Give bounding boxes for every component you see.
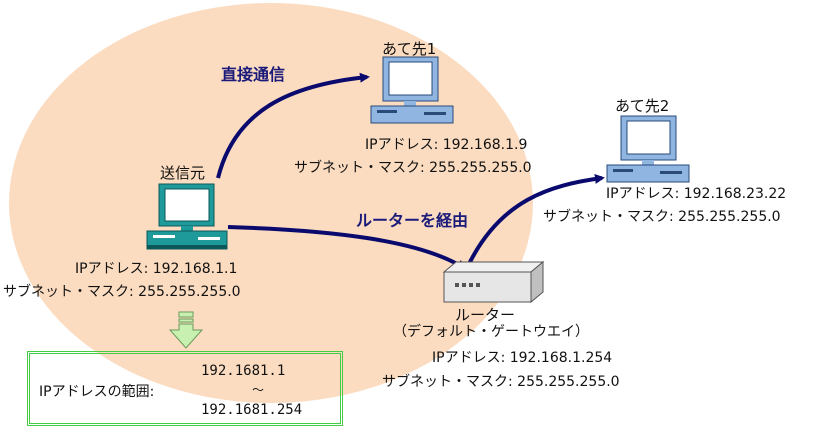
ip-range-start: 192.1681.1: [201, 363, 286, 379]
direct-arrow: [216, 72, 370, 179]
router-title: ルーター: [455, 306, 516, 324]
ip-range-box: IPアドレスの範囲: 192.1681.1 〜 192.1681.254: [27, 351, 343, 426]
router-mask: サブネット・マスク: 255.255.255.0: [382, 374, 620, 390]
ip-range-tilde: 〜: [252, 383, 265, 397]
dest1-mask: サブネット・マスク: 255.255.255.0: [294, 160, 532, 176]
via-router-arrow: [227, 225, 467, 270]
router-ip: IPアドレス: 192.168.1.254: [432, 350, 613, 366]
dest2-ip: IPアドレス: 192.168.23.22: [606, 186, 787, 202]
dest2-title: あて先2: [615, 97, 670, 115]
ip-range-end: 192.1681.254: [201, 402, 303, 418]
source-ip: IPアドレス: 192.168.1.1: [75, 261, 238, 277]
dest1-title: あて先1: [382, 40, 437, 58]
dest2-mask: サブネット・マスク: 255.255.255.0: [543, 209, 781, 225]
direct-communication-label: 直接通信: [221, 65, 286, 84]
ip-range-label: IPアドレスの範囲:: [39, 384, 155, 400]
source-computer-icon: [146, 183, 228, 250]
dest1-computer-icon: [370, 56, 454, 124]
dest2-computer-icon: [606, 115, 690, 183]
down-arrow-icon: [168, 311, 204, 349]
via-router-label: ルーターを経由: [356, 211, 469, 230]
router-subtitle: （デフォルト・ゲートウエイ）: [393, 324, 589, 340]
dest1-ip: IPアドレス: 192.168.1.9: [365, 137, 528, 153]
source-title: 送信元: [160, 164, 206, 182]
source-mask: サブネット・マスク: 255.255.255.0: [3, 284, 241, 300]
router-to-dest2-arrow: [466, 173, 605, 267]
router-icon: [442, 260, 545, 304]
local-network-zone: [9, 3, 533, 403]
